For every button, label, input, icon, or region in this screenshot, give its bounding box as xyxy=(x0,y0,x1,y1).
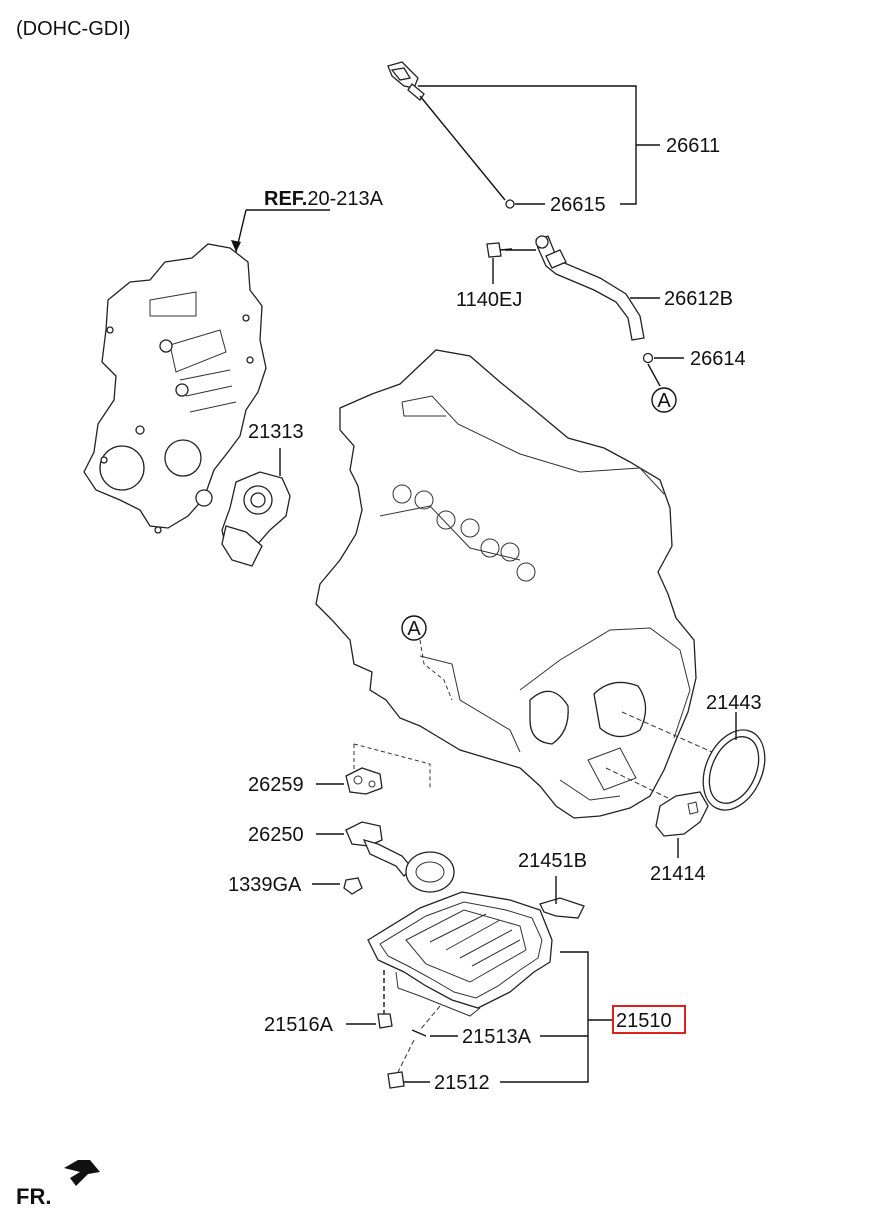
cover-21414-drawing xyxy=(655,791,709,837)
timing-cover-drawing xyxy=(83,243,267,534)
callout-a-block: A xyxy=(401,615,427,641)
engine-block-drawing xyxy=(315,349,697,819)
part-label-21516a[interactable]: 21516A xyxy=(264,1014,334,1036)
part-label-21513a[interactable]: 21513A xyxy=(462,1026,532,1048)
highlight-box-21510 xyxy=(612,1005,686,1034)
part-label-26250[interactable]: 26250 xyxy=(248,824,304,846)
dipstick-guide-tube-drawing xyxy=(535,235,654,364)
part-label-26612b[interactable]: 26612B xyxy=(664,288,733,310)
part-label-21414[interactable]: 21414 xyxy=(650,863,706,885)
svg-text:A: A xyxy=(407,618,421,640)
part-label-26259[interactable]: 26259 xyxy=(248,774,304,796)
part-label-26615[interactable]: 26615 xyxy=(550,194,606,216)
reference-label[interactable]: REF.20-213A xyxy=(264,188,384,210)
drain-plug-21512-drawing xyxy=(387,1039,415,1089)
oil-strainer-26250-drawing xyxy=(345,821,455,893)
part-label-26614[interactable]: 26614 xyxy=(690,348,746,370)
part-label-21313[interactable]: 21313 xyxy=(248,421,304,443)
part-label-21451b[interactable]: 21451B xyxy=(518,850,587,872)
rear-seal-21443-drawing xyxy=(702,729,766,811)
dipstick-drawing xyxy=(387,61,515,209)
svg-text:A: A xyxy=(657,390,671,412)
part-label-21512[interactable]: 21512 xyxy=(434,1072,490,1094)
engine-type-label: (DOHC-GDI) xyxy=(16,18,130,40)
oil-pan-drawing xyxy=(367,891,585,1017)
reference-prefix: REF. xyxy=(264,188,307,210)
front-arrow-icon xyxy=(64,1160,100,1186)
part-label-26611[interactable]: 26611 xyxy=(666,135,720,157)
reference-code: 20-213A xyxy=(307,188,383,210)
part-label-21510[interactable]: 21510 xyxy=(616,1010,672,1032)
part-label-1339ga[interactable]: 1339GA xyxy=(228,874,302,896)
front-direction-indicator: FR. xyxy=(16,1160,100,1209)
gasket-26259-drawing xyxy=(345,743,431,795)
part-label-21443[interactable]: 21443 xyxy=(706,692,762,714)
washer-21513a-drawing xyxy=(411,1005,441,1037)
bolt-21516a-drawing xyxy=(377,970,393,1029)
part-label-1140ej[interactable]: 1140EJ xyxy=(456,289,522,311)
front-label: FR. xyxy=(16,1184,51,1209)
callout-a-top: A xyxy=(651,387,677,413)
nut-1339ga-drawing xyxy=(343,877,363,895)
oil-pump-21313-drawing xyxy=(221,471,291,567)
